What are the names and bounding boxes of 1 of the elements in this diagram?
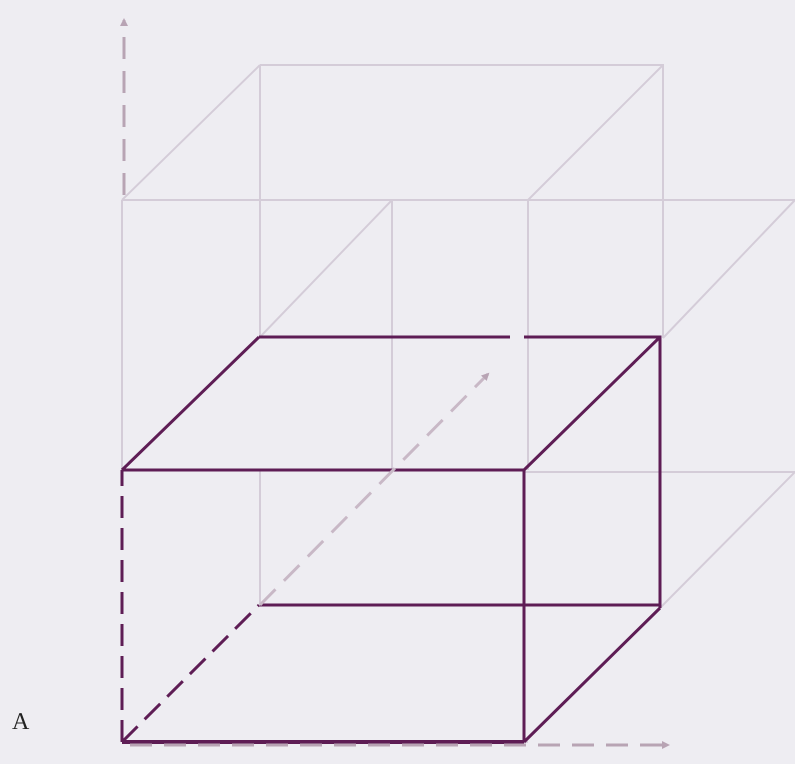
figure-label: A (12, 710, 30, 734)
